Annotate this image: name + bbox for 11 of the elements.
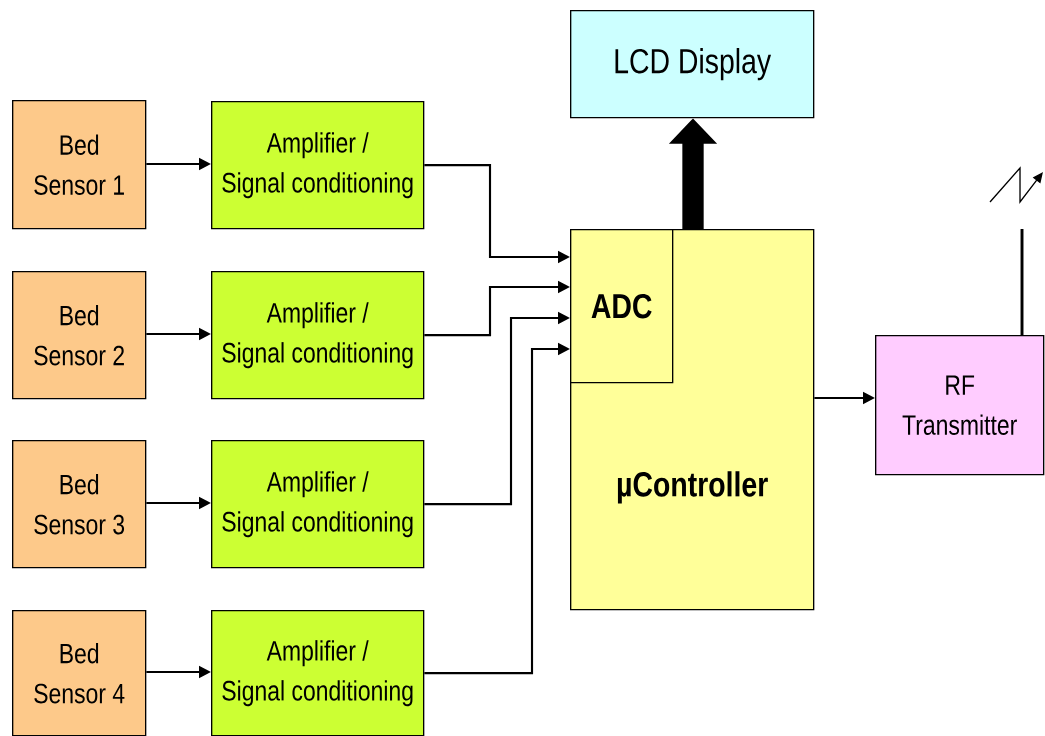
adc-box: ADC — [570, 229, 674, 384]
amplifier-box: Amplifier / Signal conditioning — [211, 440, 425, 569]
display-box: LCD Display — [570, 10, 815, 119]
transmitter-box: RF Transmitter — [875, 335, 1045, 476]
sensor-box: Bed Sensor 1 — [12, 100, 147, 230]
sensor-box: Bed Sensor 4 — [12, 610, 147, 736]
sensor-box: Bed Sensor 3 — [12, 440, 147, 569]
amplifier-box: Amplifier / Signal conditioning — [211, 101, 425, 230]
sensor-box: Bed Sensor 2 — [12, 271, 147, 400]
amplifier-box: Amplifier / Signal conditioning — [211, 271, 425, 400]
amplifier-box: Amplifier / Signal conditioning — [211, 610, 425, 736]
